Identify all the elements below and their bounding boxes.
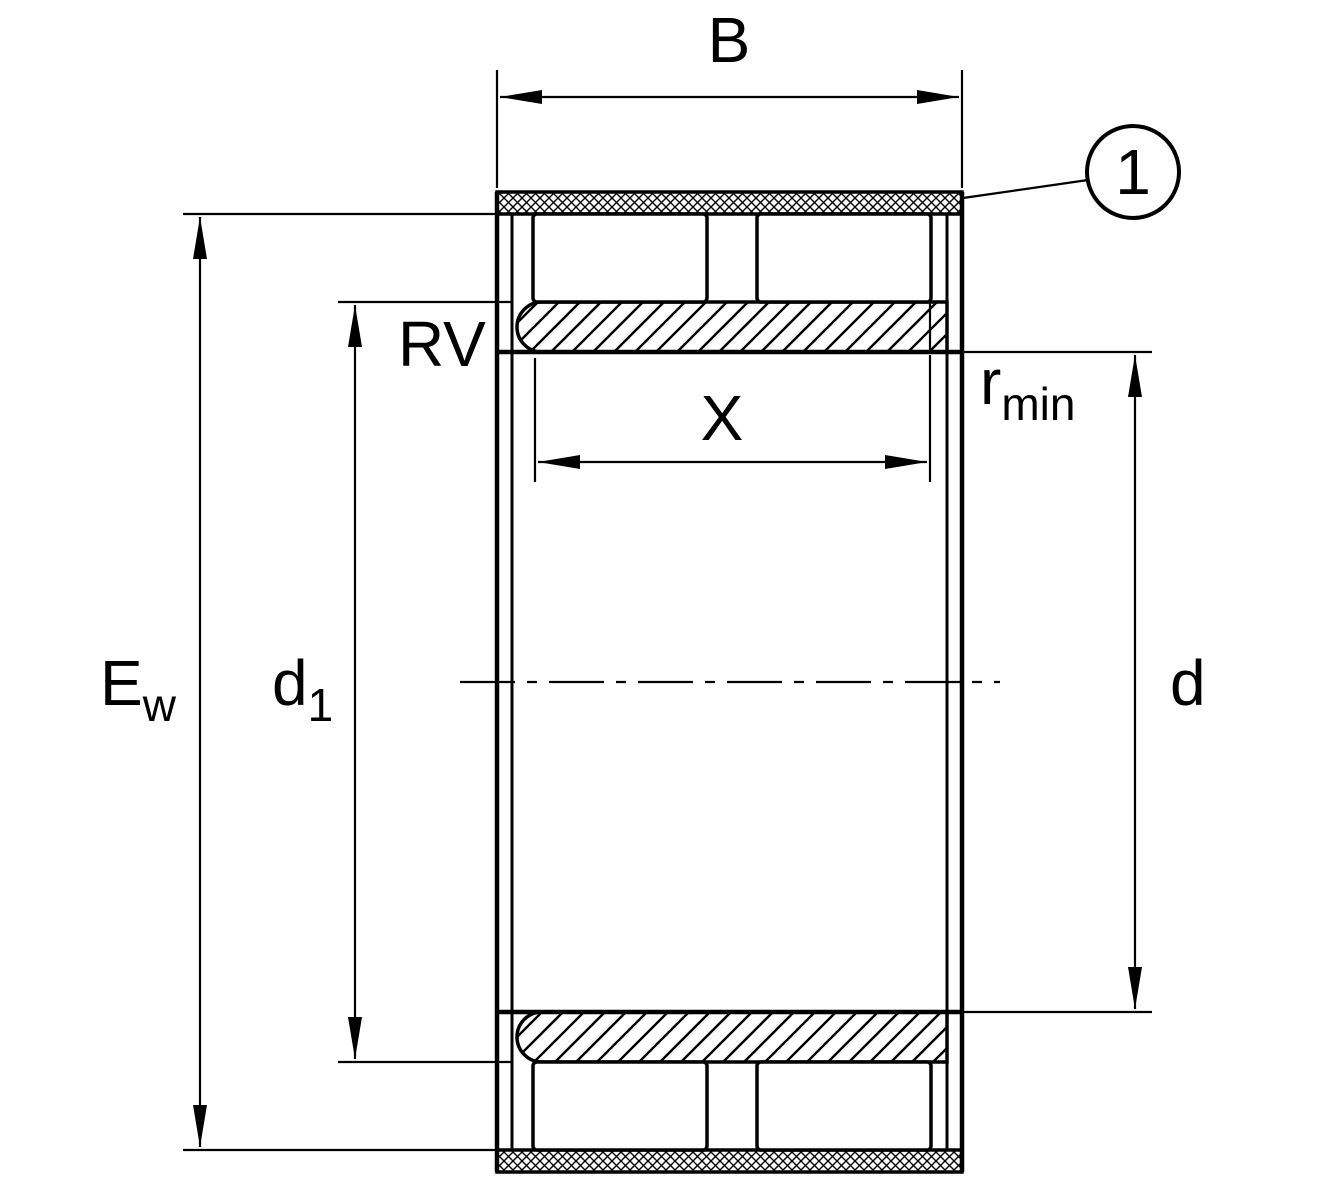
label-rv: RV bbox=[398, 308, 486, 380]
roller-top-right bbox=[755, 212, 933, 304]
roller-bottom-right bbox=[755, 1060, 933, 1152]
label-d1-sub: 1 bbox=[308, 679, 334, 731]
dimension-B: B bbox=[495, 4, 964, 188]
label-rmin-sub: min bbox=[1001, 378, 1075, 430]
roller-top-left bbox=[531, 212, 709, 304]
label-d: d bbox=[1170, 647, 1206, 719]
bearing-body bbox=[460, 190, 1000, 1174]
callout-number: 1 bbox=[1115, 136, 1151, 208]
dimension-d1: d1 RV bbox=[272, 300, 512, 1064]
outer-surface-band-top bbox=[495, 190, 964, 216]
callout-leader-line bbox=[962, 178, 1089, 200]
label-d1-base: d bbox=[272, 647, 308, 719]
label-x: X bbox=[701, 382, 744, 454]
dimension-d: d rmin bbox=[962, 346, 1206, 1014]
label-rmin-base: r bbox=[980, 346, 1001, 418]
callout-1: 1 bbox=[962, 124, 1181, 220]
label-rmin: rmin bbox=[980, 346, 1075, 430]
inner-ring-section-top bbox=[515, 300, 949, 354]
roller-bottom-left bbox=[531, 1060, 709, 1152]
dimension-X: X bbox=[533, 355, 932, 482]
inner-ring-section-bottom bbox=[515, 1010, 949, 1064]
label-ew: Ew bbox=[100, 647, 177, 731]
dimension-Ew: Ew bbox=[100, 212, 497, 1152]
outer-surface-band-bottom bbox=[495, 1148, 964, 1174]
label-ew-sub: w bbox=[142, 679, 177, 731]
label-ew-base: E bbox=[100, 647, 143, 719]
callout-balloon bbox=[1085, 124, 1181, 220]
label-d1: d1 bbox=[272, 647, 333, 731]
label-b: B bbox=[708, 4, 751, 76]
